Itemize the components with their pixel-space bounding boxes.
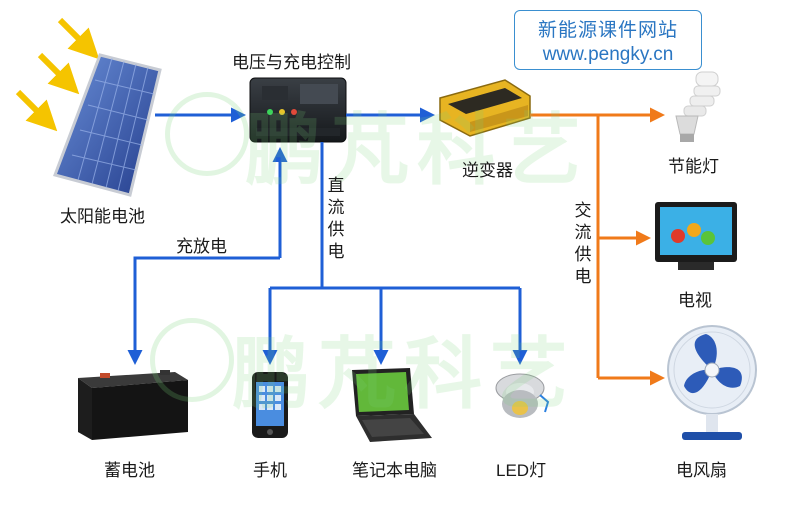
label-battery: 蓄电池 — [104, 461, 155, 481]
watermark-logo-2 — [150, 318, 234, 402]
label-solar-panel: 太阳能电池 — [60, 207, 145, 227]
phone-icon — [252, 372, 288, 438]
label-tv: 电视 — [678, 291, 712, 311]
label-phone: 手机 — [253, 461, 287, 481]
tv-icon — [655, 202, 737, 270]
label-charge-discharge: 充放电 — [176, 237, 227, 257]
watermark-1: 鹏芃科艺 — [245, 106, 590, 196]
label-fan: 电风扇 — [676, 461, 727, 481]
brand-box: 新能源课件网站 www.pengky.cn — [514, 10, 702, 70]
label-laptop: 笔记本电脑 — [352, 461, 437, 481]
sunlight-arrows — [15, 17, 100, 132]
label-dc-supply: 直流供电 — [327, 176, 345, 262]
charge-controller-icon — [249, 77, 347, 143]
label-led-lamp: LED灯 — [496, 461, 547, 480]
watermark-logo-1 — [165, 92, 249, 176]
label-cfl-lamp: 节能灯 — [668, 157, 719, 177]
laptop-icon — [352, 368, 432, 442]
brand-title: 新能源课件网站 — [537, 19, 678, 41]
dc-connections — [127, 107, 528, 365]
cfl-lamp-icon — [675, 71, 721, 142]
watermark-2: 鹏芃科艺 — [232, 330, 577, 420]
fan-icon — [667, 325, 757, 440]
label-inverter: 逆变器 — [462, 161, 513, 181]
ac-connections — [530, 107, 665, 386]
label-ac-supply: 交流供电 — [574, 201, 592, 287]
solar-panel-icon — [53, 53, 162, 197]
label-controller: 电压与充电控制 — [232, 53, 351, 73]
inverter-icon — [439, 79, 531, 137]
brand-url: www.pengky.cn — [542, 44, 674, 65]
led-lamp-icon — [495, 373, 550, 418]
